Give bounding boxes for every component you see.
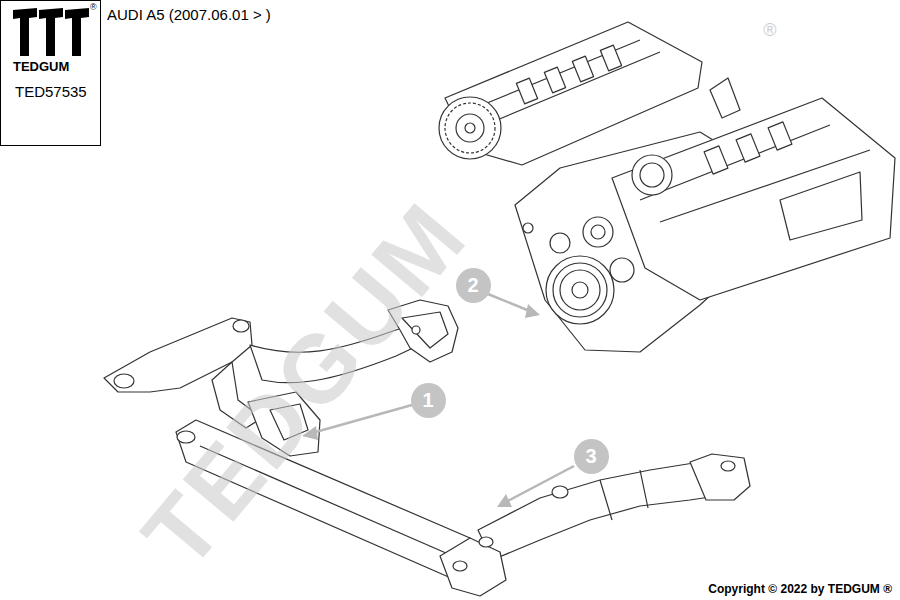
callout-circle: 3: [574, 439, 609, 474]
callout-circle: 1: [411, 383, 446, 418]
part-number: TED57535: [15, 83, 87, 100]
engine-drawing: [439, 22, 895, 352]
logo-icon: [11, 6, 91, 60]
watermark-mark: ®: [763, 20, 776, 41]
logo-box: ® TEDGUM TED57535: [0, 0, 101, 146]
callout-number: 3: [585, 445, 596, 468]
vehicle-title: AUDI A5 (2007.06.01 > ): [107, 6, 271, 23]
brand-name: TEDGUM: [13, 59, 69, 74]
copyright-note: Copyright © 2022 by TEDGUM ®: [708, 582, 892, 596]
registered-mark: ®: [90, 2, 97, 12]
callout-number: 2: [467, 274, 478, 297]
callout-number: 1: [422, 389, 433, 412]
callout-circle: 2: [456, 268, 491, 303]
